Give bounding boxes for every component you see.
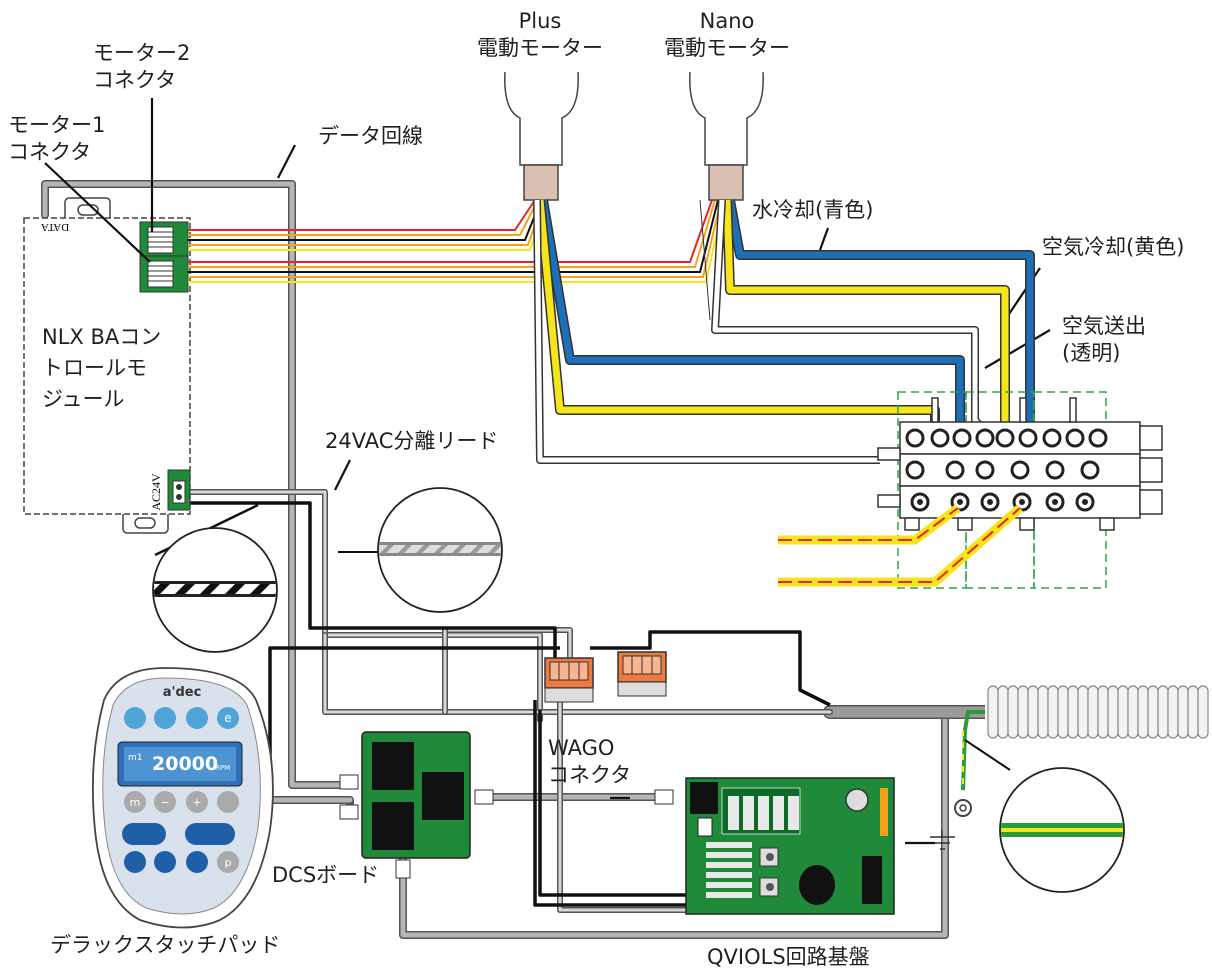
plus-motor — [504, 71, 579, 201]
water-cooling-label: 水冷却(青色) — [752, 198, 874, 222]
pad-speed: 20000 — [152, 753, 218, 775]
callout-data-cable — [152, 503, 278, 653]
air-cooling-label: 空気冷却(黄色) — [1042, 235, 1185, 259]
leader-lines — [44, 98, 1051, 845]
minus-button-label: − — [160, 796, 169, 809]
gray-cables — [41, 180, 992, 939]
air-delivery-label: 空気送出(透明) — [1062, 314, 1146, 365]
wago-connector-2 — [617, 651, 667, 697]
data-marking: DATA — [41, 221, 70, 233]
qviols-board — [685, 777, 895, 915]
dcs-board — [339, 731, 494, 879]
ac24v-marking: AC24V — [149, 473, 163, 511]
e-button-label: e — [224, 711, 231, 725]
supply-hoses — [778, 504, 1023, 587]
callout-24vac-lead — [338, 487, 503, 613]
motor-wires — [188, 199, 725, 283]
lead-24vac-label: 24VAC分離リード — [325, 429, 499, 453]
pad-mode: m1 — [128, 753, 143, 763]
qviols-board-label: QVIOLS回路基盤 — [707, 945, 870, 969]
nano-motor — [689, 71, 764, 201]
m-button-label: m — [130, 796, 141, 809]
manifold — [877, 391, 1163, 589]
plus-button-label: + — [192, 796, 201, 809]
touchpad-label: デラックスタッチパッド — [50, 933, 281, 957]
p-button-label: p — [225, 856, 232, 869]
dcs-board-label: DCSボード — [272, 863, 380, 887]
pad-unit: RPM — [215, 764, 230, 772]
callout-ground — [964, 739, 1125, 893]
data-line-label: データ回線 — [318, 124, 423, 148]
brand-logo: a'dec — [163, 685, 202, 700]
touchpad: a'dec e m1 20000 RPM m − + p — [91, 667, 274, 929]
control-module-label: NLX BAコントロールモジュール — [42, 325, 162, 411]
black-wires — [190, 501, 831, 907]
control-module: DATA AC24V — [23, 197, 191, 534]
coiled-tubing — [985, 685, 1212, 740]
wago-connector-1 — [544, 657, 594, 703]
